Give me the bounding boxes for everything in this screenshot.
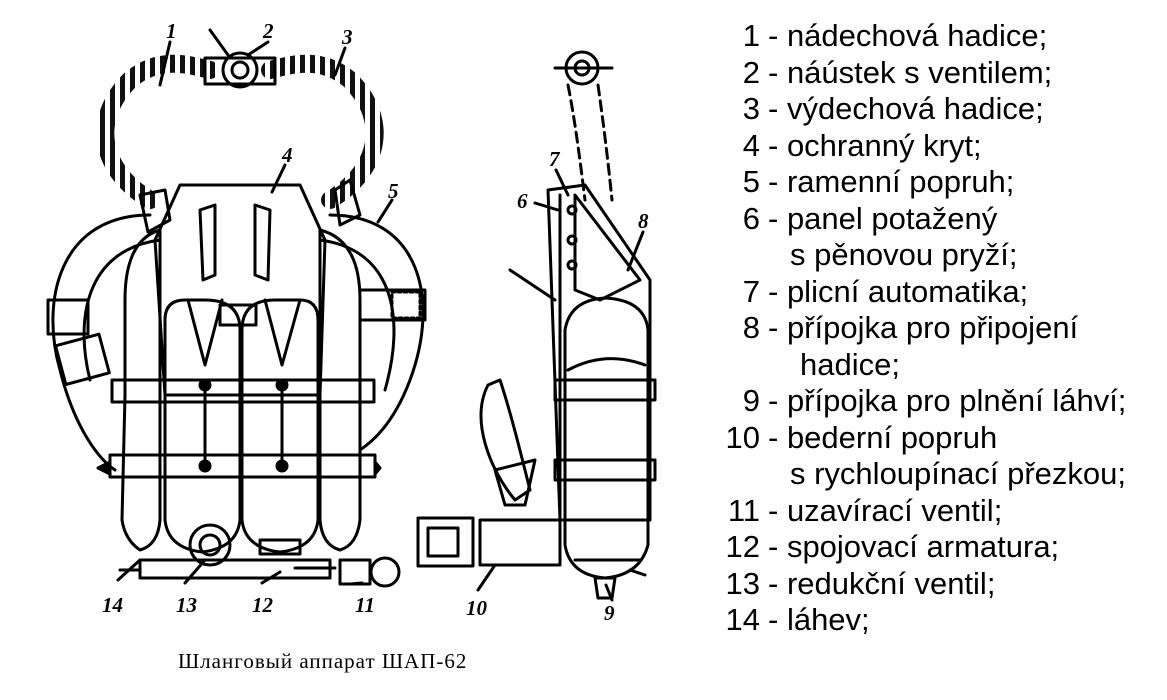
filling-connector <box>593 576 617 600</box>
strap-buckle <box>46 298 90 336</box>
callout-11: 11 <box>355 593 375 617</box>
legend-item-9: 9- přípojka pro plnění láhví; <box>700 383 1160 420</box>
legend-text: - výdechová hadice; <box>768 91 1044 126</box>
legend-number: 12 <box>725 529 760 564</box>
callout-7: 7 <box>549 147 561 171</box>
callout-2: 2 <box>262 19 274 43</box>
legend-item-11: 11- uzavírací ventil; <box>700 493 1160 530</box>
legend-number: 3 <box>742 91 760 126</box>
legend-item-1: 1- nádechová hadice; <box>700 18 1160 55</box>
legend-item-6: 6- panel potažený <box>700 201 1160 238</box>
callout-4: 4 <box>281 143 293 167</box>
legend-text: - redukční ventil; <box>768 565 996 601</box>
callout-9: 9 <box>604 601 615 625</box>
figure-caption: Шланговый аппарат ШАП-62 <box>178 649 467 673</box>
legend: 1- nádechová hadice; 2- náústek s ventil… <box>700 18 1160 639</box>
legend-number: 9 <box>742 383 760 418</box>
cylinder-4 <box>318 228 362 552</box>
lung-demand-valve <box>573 193 642 302</box>
mouthpiece <box>221 51 259 89</box>
callout-10: 10 <box>466 596 488 620</box>
callout-5: 5 <box>388 179 399 203</box>
legend-item-10: 10- bederní popruh <box>700 420 1160 457</box>
cylinder-3 <box>240 298 320 554</box>
legend-text: - spojovací armatura; <box>768 529 1060 564</box>
legend-number: 1 <box>742 18 760 53</box>
callout-3: 3 <box>341 25 353 49</box>
callout-13: 13 <box>176 593 197 617</box>
legend-item-12: 12- spojovací armatura; <box>700 529 1160 566</box>
shut-off-valve <box>338 558 372 586</box>
reducing-valve <box>188 523 232 567</box>
exhalation-hose <box>261 54 384 209</box>
legend-text: - přípojka pro připojení <box>768 310 1079 345</box>
legend-number: 10 <box>725 419 760 455</box>
callout-8: 8 <box>638 209 649 233</box>
legend-number: 7 <box>742 273 760 309</box>
shoulder-strap-right <box>328 213 425 452</box>
legend-text: - náústek s ventilem; <box>768 54 1053 90</box>
cylinder-1 <box>120 228 162 552</box>
legend-number: 6 <box>742 200 760 236</box>
cylinder-band-upper <box>110 378 376 404</box>
callout-12: 12 <box>252 593 274 617</box>
connecting-manifold <box>138 558 332 580</box>
legend-item-8-continued: hadice; <box>700 347 1160 384</box>
callout-1: 1 <box>166 19 177 43</box>
legend-item-2: 2- náústek s ventilem; <box>700 55 1160 92</box>
legend-number: 5 <box>742 164 760 199</box>
legend-item-14: 14- láhev; <box>700 602 1160 639</box>
legend-text: - přípojka pro plnění láhví; <box>768 383 1127 418</box>
legend-text: - uzavírací ventil; <box>768 492 1003 528</box>
callout-14: 14 <box>102 593 123 617</box>
legend-item-13: 13- redukční ventil; <box>700 566 1160 603</box>
quick-release-buckle <box>416 516 475 568</box>
legend-number: 11 <box>727 492 760 528</box>
legend-item-4: 4- ochranný kryt; <box>700 128 1160 165</box>
side-cylinder <box>563 296 650 580</box>
legend-text: - plicní automatika; <box>768 273 1029 309</box>
legend-item-8: 8- přípojka pro připojení <box>700 310 1160 347</box>
legend-text: - nádechová hadice; <box>768 18 1048 53</box>
legend-text: s rychloupínací přezkou; <box>790 456 1127 491</box>
waist-strap-side <box>478 518 562 567</box>
cylinder-2 <box>163 298 242 554</box>
apparatus-drawing: 1 2 3 4 5 6 7 8 9 10 11 12 13 14 Шлангов… <box>46 19 657 673</box>
legend-item-10-continued: s rychloupínací přezkou; <box>700 456 1160 493</box>
legend-text: s pěnovou pryží; <box>790 237 1018 272</box>
legend-number: 14 <box>725 602 760 637</box>
legend-number: 4 <box>742 127 760 163</box>
legend-number: 8 <box>742 310 760 345</box>
legend-text: - bederní popruh <box>768 419 998 455</box>
legend-text: - panel potažený <box>768 200 998 236</box>
legend-item-5: 5- ramenní popruh; <box>700 164 1160 201</box>
legend-number: 2 <box>742 54 760 90</box>
legend-number: 13 <box>725 565 760 601</box>
legend-text: - ramenní popruh; <box>768 164 1015 199</box>
callout-6: 6 <box>517 189 528 213</box>
inhalation-hose <box>96 54 219 209</box>
foam-panel <box>546 183 652 522</box>
legend-item-3: 3- výdechová hadice; <box>700 91 1160 128</box>
legend-item-7: 7- plicní automatika; <box>700 274 1160 311</box>
legend-text: - láhev; <box>768 602 870 637</box>
legend-item-6-continued: s pěnovou pryží; <box>700 237 1160 274</box>
legend-text: hadice; <box>800 346 900 382</box>
legend-text: - ochranný kryt; <box>768 127 982 163</box>
